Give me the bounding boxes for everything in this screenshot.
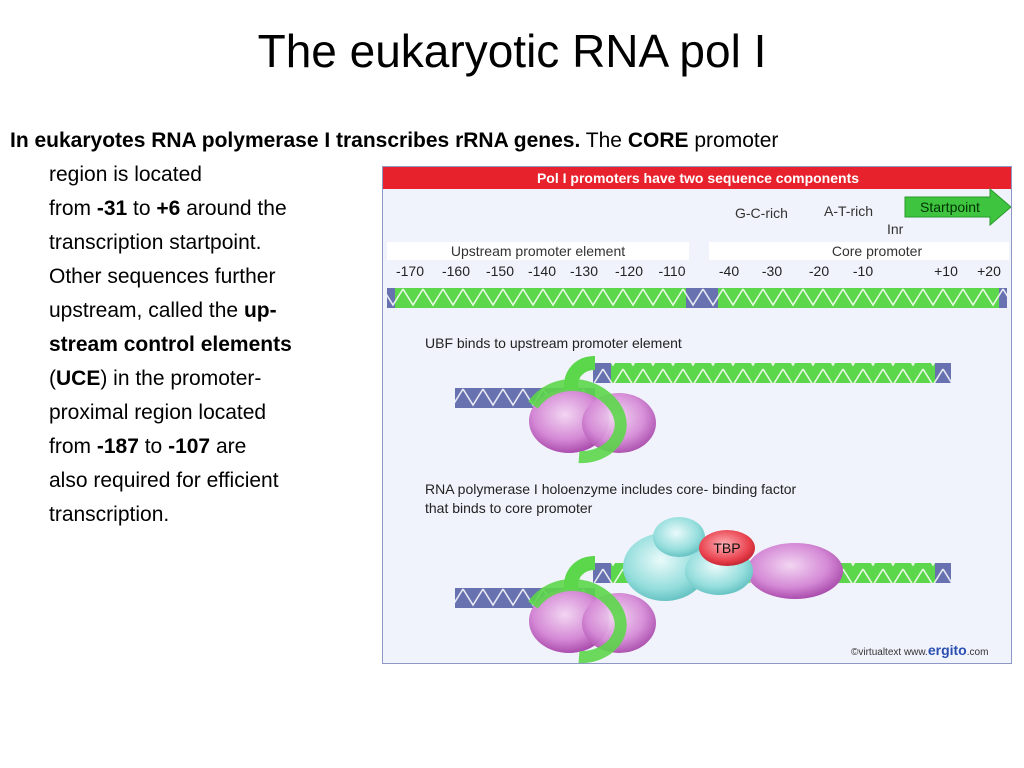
- startpoint-label: Startpoint: [920, 199, 980, 215]
- text-line-11: also required for efficient: [49, 469, 279, 492]
- tick-minus-30: -30: [762, 263, 782, 279]
- tick-minus-120: -120: [615, 263, 643, 279]
- tick-minus-110: -110: [659, 263, 686, 279]
- text-in-the-promoter: ) in the promoter-: [100, 367, 262, 390]
- text-line-10: from -187 to -107 are: [49, 430, 246, 463]
- holoenzyme-complex: TBP: [528, 517, 843, 663]
- tick-minus-170: -170: [396, 263, 424, 279]
- text-line-3: from -31 to +6 around the: [49, 192, 287, 225]
- text-minus-107: -107: [168, 435, 211, 458]
- text-promoter: promoter: [694, 129, 779, 152]
- text-uce: UCE: [56, 367, 101, 390]
- core-promoter-label: Core promoter: [832, 243, 923, 259]
- tick-minus-140: -140: [528, 263, 556, 279]
- text-upstream-called: upstream, called the: [49, 299, 239, 322]
- text-line-2: region is located: [49, 163, 202, 186]
- text-line-9: proximal region located: [49, 401, 267, 424]
- text-minus-187: -187: [96, 435, 139, 458]
- text-to-2: to: [144, 435, 163, 458]
- tick-minus-130: -130: [570, 263, 598, 279]
- tick-minus-20: -20: [809, 263, 829, 279]
- text-line-7: stream control elements: [49, 333, 292, 356]
- text-to: to: [133, 197, 151, 220]
- text-line-1: In eukaryotes RNA polymerase I transcrib…: [10, 124, 778, 157]
- ubf-protein: [528, 379, 656, 464]
- upstream-label-box: [387, 242, 689, 260]
- tbp-label: TBP: [713, 540, 740, 556]
- holoenzyme-caption-line-1: RNA polymerase I holoenzyme includes cor…: [425, 481, 797, 497]
- text-line-12: transcription.: [49, 503, 170, 526]
- diagram-header-text: Pol I promoters have two sequence compon…: [537, 170, 859, 186]
- tick-plus-10: +10: [934, 263, 958, 279]
- text-from-2: from: [49, 435, 91, 458]
- diagram-canvas: Pol I promoters have two sequence compon…: [383, 167, 1011, 663]
- pol1-promoter-diagram: Pol I promoters have two sequence compon…: [382, 166, 1012, 664]
- text-plus-6: +6: [156, 197, 181, 220]
- startpoint-arrow-icon: [904, 187, 1011, 227]
- tick-plus-20: +20: [977, 263, 1001, 279]
- text-from: from: [49, 197, 91, 220]
- text-around-the: around the: [186, 197, 287, 220]
- text-line-4: transcription startpoint.: [49, 231, 262, 254]
- ubf-caption: UBF binds to upstream promoter element: [425, 335, 682, 351]
- text-core: CORE: [627, 129, 689, 152]
- text-line-6: upstream, called the up-: [49, 294, 277, 327]
- tick-minus-150: -150: [486, 263, 514, 279]
- tick-minus-160: -160: [442, 263, 470, 279]
- upstream-element-label: Upstream promoter element: [451, 243, 625, 259]
- text-paren: (: [49, 367, 56, 390]
- inr-label: Inr: [887, 221, 904, 237]
- text-are: are: [215, 435, 247, 458]
- holoenzyme-caption-line-2: that binds to core promoter: [425, 500, 593, 516]
- slide-title: The eukaryotic RNA pol I: [257, 25, 767, 77]
- pol1-enzyme-body: [747, 543, 843, 599]
- at-rich-label: A-T-rich: [824, 203, 873, 219]
- tick-minus-10: -10: [853, 263, 873, 279]
- tick-minus-40: -40: [719, 263, 739, 279]
- text-line-8: (UCE) in the promoter-: [49, 362, 261, 395]
- core-label-box: [709, 242, 1009, 260]
- text-minus-31: -31: [96, 197, 128, 220]
- credit-text: ©virtualtext www.ergito.com: [851, 642, 988, 658]
- diagram-header-bar: [383, 167, 1011, 189]
- gc-rich-label: G-C-rich: [735, 205, 788, 221]
- text-up: up-: [243, 299, 277, 322]
- text-bold-intro: In eukaryotes RNA polymerase I transcrib…: [10, 129, 581, 152]
- text-the: The: [585, 129, 622, 152]
- text-line-5: Other sequences further: [49, 265, 276, 288]
- tbp-protein: [699, 530, 755, 566]
- dna-strand-promoter: [387, 288, 1007, 308]
